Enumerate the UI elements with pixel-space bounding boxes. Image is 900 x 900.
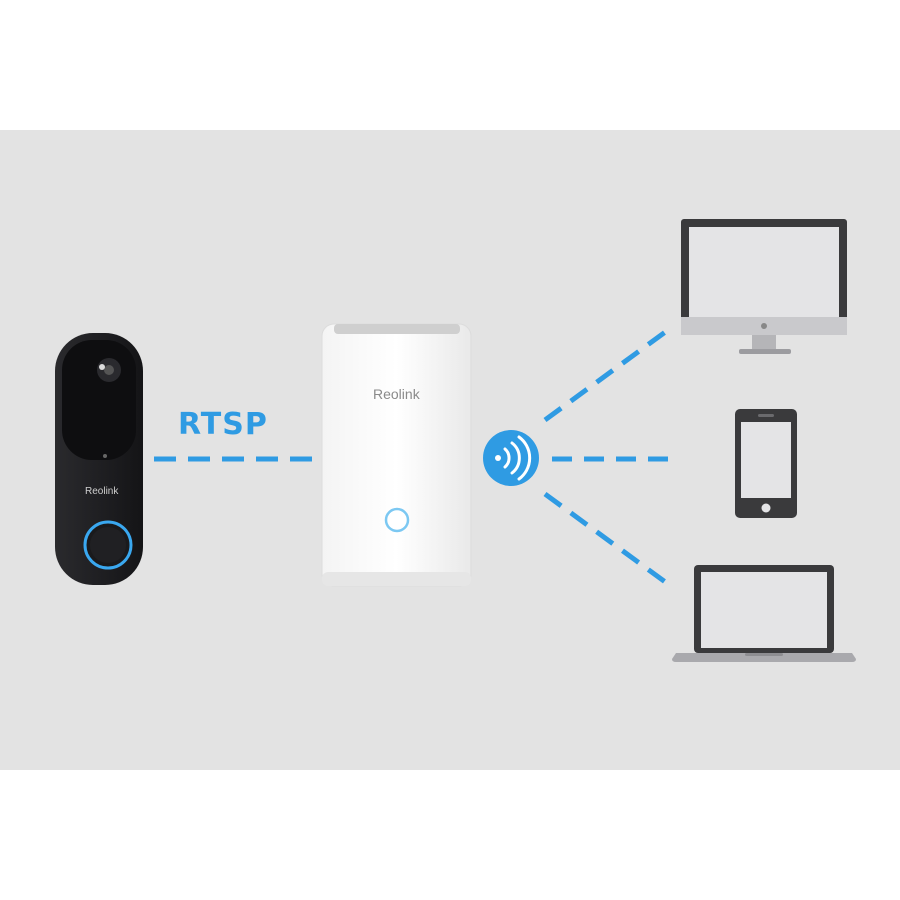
laptop-icon — [672, 565, 856, 662]
hub-status-led — [384, 507, 410, 533]
hub-brand-logo: Reolink — [373, 386, 421, 402]
desktop-monitor-icon — [681, 219, 847, 354]
link-to-laptop — [543, 491, 670, 587]
doorbell-brand-logo: Reolink — [85, 486, 119, 497]
smartphone-icon — [735, 409, 797, 518]
link-to-desktop — [543, 327, 670, 423]
wifi-broadcast-icon — [483, 430, 539, 486]
video-doorbell: Reolink — [55, 333, 143, 585]
rtsp-protocol-label: RTSP — [178, 407, 268, 442]
reolink-home-hub: Reolink — [321, 323, 472, 587]
